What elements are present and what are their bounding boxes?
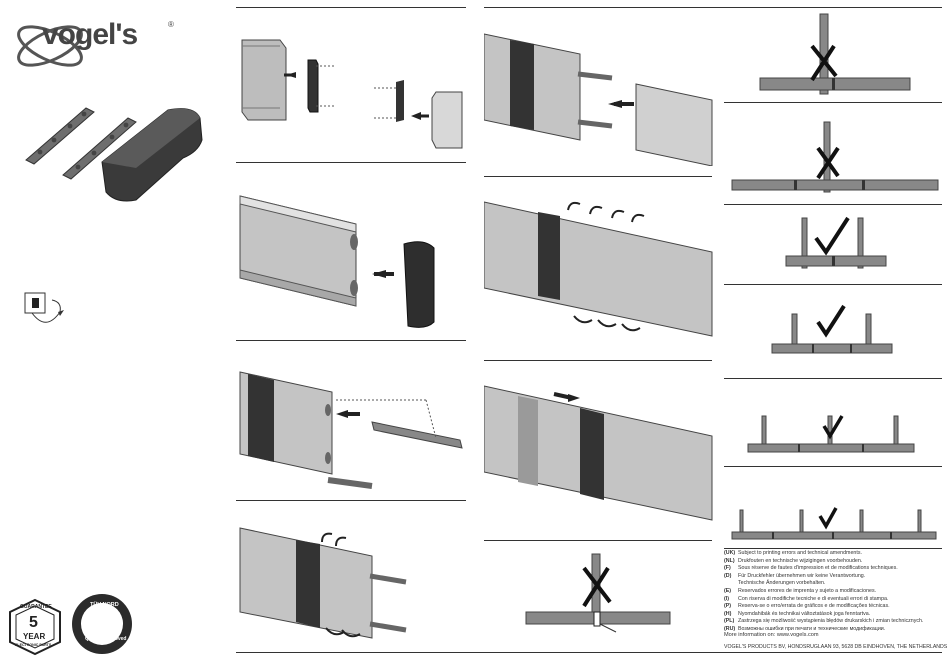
guarantee-badge: GUARANTEE 5 YEAR ELECTRONIC PARTS [6,598,64,656]
legal-line: (P) Reserva-se o erro/errata de gráficos … [724,603,944,611]
legal-lang-code: (UK) [724,550,736,556]
bottom-rule [236,652,942,653]
legal-line: (D) Für Druckfehler übernehmen wir keine … [724,573,944,581]
step-insert-strip [236,362,466,492]
legal-lang-code: (PL) [724,618,735,625]
step-divider-3 [236,500,466,501]
legal-line: (F) Sous réserve de fautes d'impression e… [724,565,944,573]
config-correct-4 [728,492,942,544]
top-rule-mid [236,7,466,8]
config-incorrect-1 [728,8,942,100]
legal-text: Возможны ошибки при печати и технические… [738,625,886,632]
config-incorrect-2 [728,110,942,196]
legal-text: Con riserva di modifiche tecniche e di e… [738,595,889,602]
step-end-cap-screws [236,20,466,150]
step-slide-cap [236,180,466,330]
guarantee-unit: YEAR [23,632,46,641]
config-correct-3 [728,396,942,462]
tuv-nord-badge: TÜV NORD Quality Approved [70,592,134,656]
step-tighten-joined [484,196,714,346]
legal-lang-code [724,580,738,588]
legal-text: Drukfouten en technische wijzigingen voo… [738,557,863,564]
legal-line: (PL)Zastrzega się możliwość wystąpienia … [724,618,944,626]
config-divider-3 [724,284,942,285]
step-slide-cover [484,380,714,530]
legal-text: Subject to printing errors and technical… [738,550,862,556]
step-tighten-screws [236,520,466,650]
legal-line: (UK)Subject to printing errors and techn… [724,550,944,558]
registered-mark: ® [168,20,174,29]
step-divider-5 [484,176,712,177]
step-divider-2 [236,340,466,341]
legal-text: Reservados errores de imprenta y sujeto … [738,587,877,594]
legal-text: Technische Änderungen vorbehalten. [738,580,826,587]
step-divider-7 [484,540,712,541]
tuv-name: TÜV NORD [90,602,119,608]
legal-line: (H) Nyomdahibák és technikai változtatáso… [724,611,944,619]
vogels-logo [12,14,182,74]
guarantee-top-text: GUARANTEE [20,604,52,610]
config-divider-1 [724,102,942,103]
legal-lang-code: (I) [724,595,729,602]
legal-lang-code: (E) [724,587,732,594]
config-correct-1 [728,210,942,282]
legal-line: Technische Änderungen vorbehalten. [724,580,944,588]
more-info-link[interactable]: More information on: www.vogels.com [724,632,819,638]
company-address: VOGEL'S PRODUCTS BV, HONDSRUGLAAN 93, 56… [724,644,948,650]
legal-text: Sous réserve de fautes d'impression et d… [738,565,898,572]
legal-lang-code: (P) [724,603,732,610]
parts-illustration [18,100,208,210]
top-rule-right [484,7,942,8]
legal-lang-code: (D) [724,572,732,579]
guarantee-years: 5 [29,614,38,631]
step-divider-1 [236,162,466,163]
legal-notice: (UK)Subject to printing errors and techn… [724,550,944,634]
legal-text: Nyomdahibák és technikai változtatások j… [738,610,871,617]
legal-line: (E) Reservados errores de imprenta y suje… [724,588,944,596]
legal-lang-code: (NL) [724,557,735,564]
legal-text: Reserva-se o erro/errata de gráficos e d… [738,603,890,610]
legal-lang-code: (RU) [724,625,736,632]
step-divider-6 [484,360,712,361]
legal-line: (RU)Возможны ошибки при печати и техниче… [724,626,944,634]
guarantee-bottom-text: ELECTRONIC PARTS [15,643,52,647]
brand-name: vogel's [42,18,138,51]
config-divider-2 [724,204,942,205]
step-incorrect-center [484,546,714,646]
config-correct-2 [728,292,942,364]
legal-lang-code: (F) [724,565,731,572]
legal-lang-code: (H) [724,610,732,617]
tuv-sub: Quality Approved [85,636,127,642]
config-divider-4 [724,378,942,379]
legal-text: Für Druckfehler übernehmen wir keine Ver… [738,572,866,579]
step-connect-rail [484,26,714,166]
legal-line: (NL)Drukfouten en technische wijzigingen… [724,558,944,566]
legal-text: Zastrzega się możliwość wystąpienia błęd… [738,618,924,625]
rotate-tool-icon [24,292,68,335]
config-divider-6 [724,548,942,549]
legal-line: (I) Con riserva di modifiche tecniche e d… [724,596,944,604]
config-divider-5 [724,466,942,467]
